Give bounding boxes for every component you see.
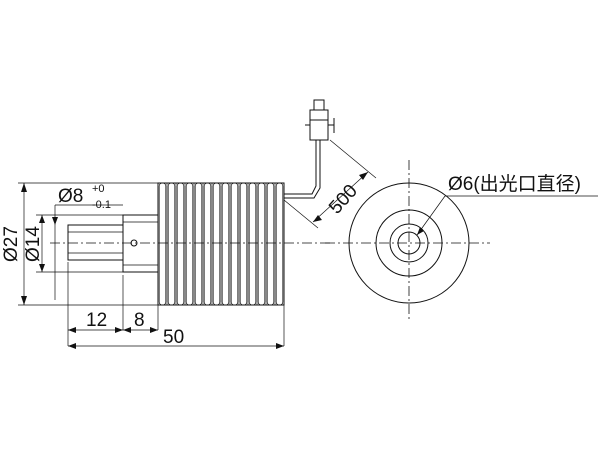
fin [275,182,284,306]
dim-lead-length: 500 [325,181,362,219]
lead-wire [284,140,317,195]
dim-len-total: 50 [163,327,184,348]
dim-aperture: Ø6(出光口直径) [448,173,581,195]
outer-circle [348,182,470,304]
fin [176,182,185,306]
dim-line-500 [312,171,369,223]
tube-section [67,224,124,261]
aperture-ring [389,223,429,263]
cooling-fins [158,182,284,306]
tol-upper: +0 [92,183,105,195]
dim-tube-diameter: Ø8 [58,186,83,207]
fin [194,182,203,306]
dim-outer-diameter: Ø27 [1,226,22,262]
connector [309,109,329,141]
front-view: Ø6(出光口直径) [325,160,598,320]
aperture-hole [397,231,421,255]
dim-len-b: 8 [134,310,145,331]
fin [230,182,239,306]
tol-lower: -0.1 [92,199,111,211]
fin [158,182,167,306]
fin [221,182,230,306]
fin [266,182,275,306]
fin [185,182,194,306]
mid-circle [375,209,443,277]
fin [167,182,176,306]
side-view: Ø27 Ø14 Ø8 +0 -0.1 12 8 50 [1,99,377,349]
fin [212,182,221,306]
fin [239,182,248,306]
neck-flange [122,214,159,273]
fin [257,182,266,306]
aperture-leader [416,195,446,236]
dim-inner-diameter: Ø14 [23,226,44,262]
fin [248,182,257,306]
fin [203,182,212,306]
dim-len-a: 12 [86,310,107,331]
